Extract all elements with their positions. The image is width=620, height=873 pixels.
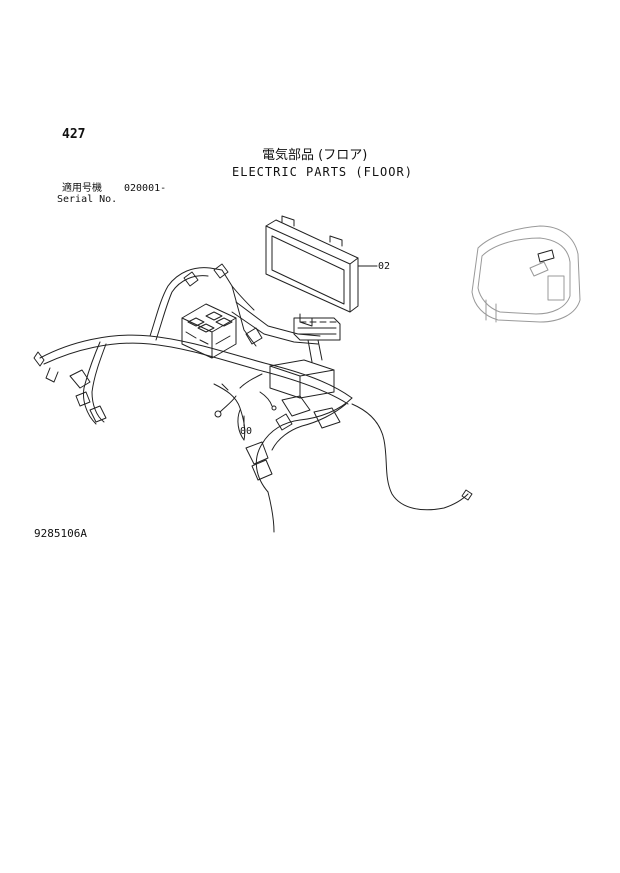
title-japanese: 電気部品 (フロア) [262,148,368,163]
ground-wire [214,384,276,440]
controller-box [266,216,358,326]
serial-value: 020001- [124,183,167,194]
sensor-wire [352,404,472,510]
serial-label-english: Serial No. [57,194,118,205]
callout-00-label: 00 [240,426,253,437]
lower-harness [238,396,352,532]
callout-02-label: 02 [378,261,391,272]
connector-block [240,318,340,398]
cab-locator-highlight [538,250,554,262]
page-number: 427 [62,127,86,142]
fuse-box [182,304,236,358]
main-harness [34,264,352,424]
figure-number: 9285106A [34,527,87,540]
title-english: ELECTRIC PARTS (FLOOR) [232,165,413,179]
serial-label-japanese: 適用号機 [62,183,102,194]
cab-locator-view [472,226,580,322]
